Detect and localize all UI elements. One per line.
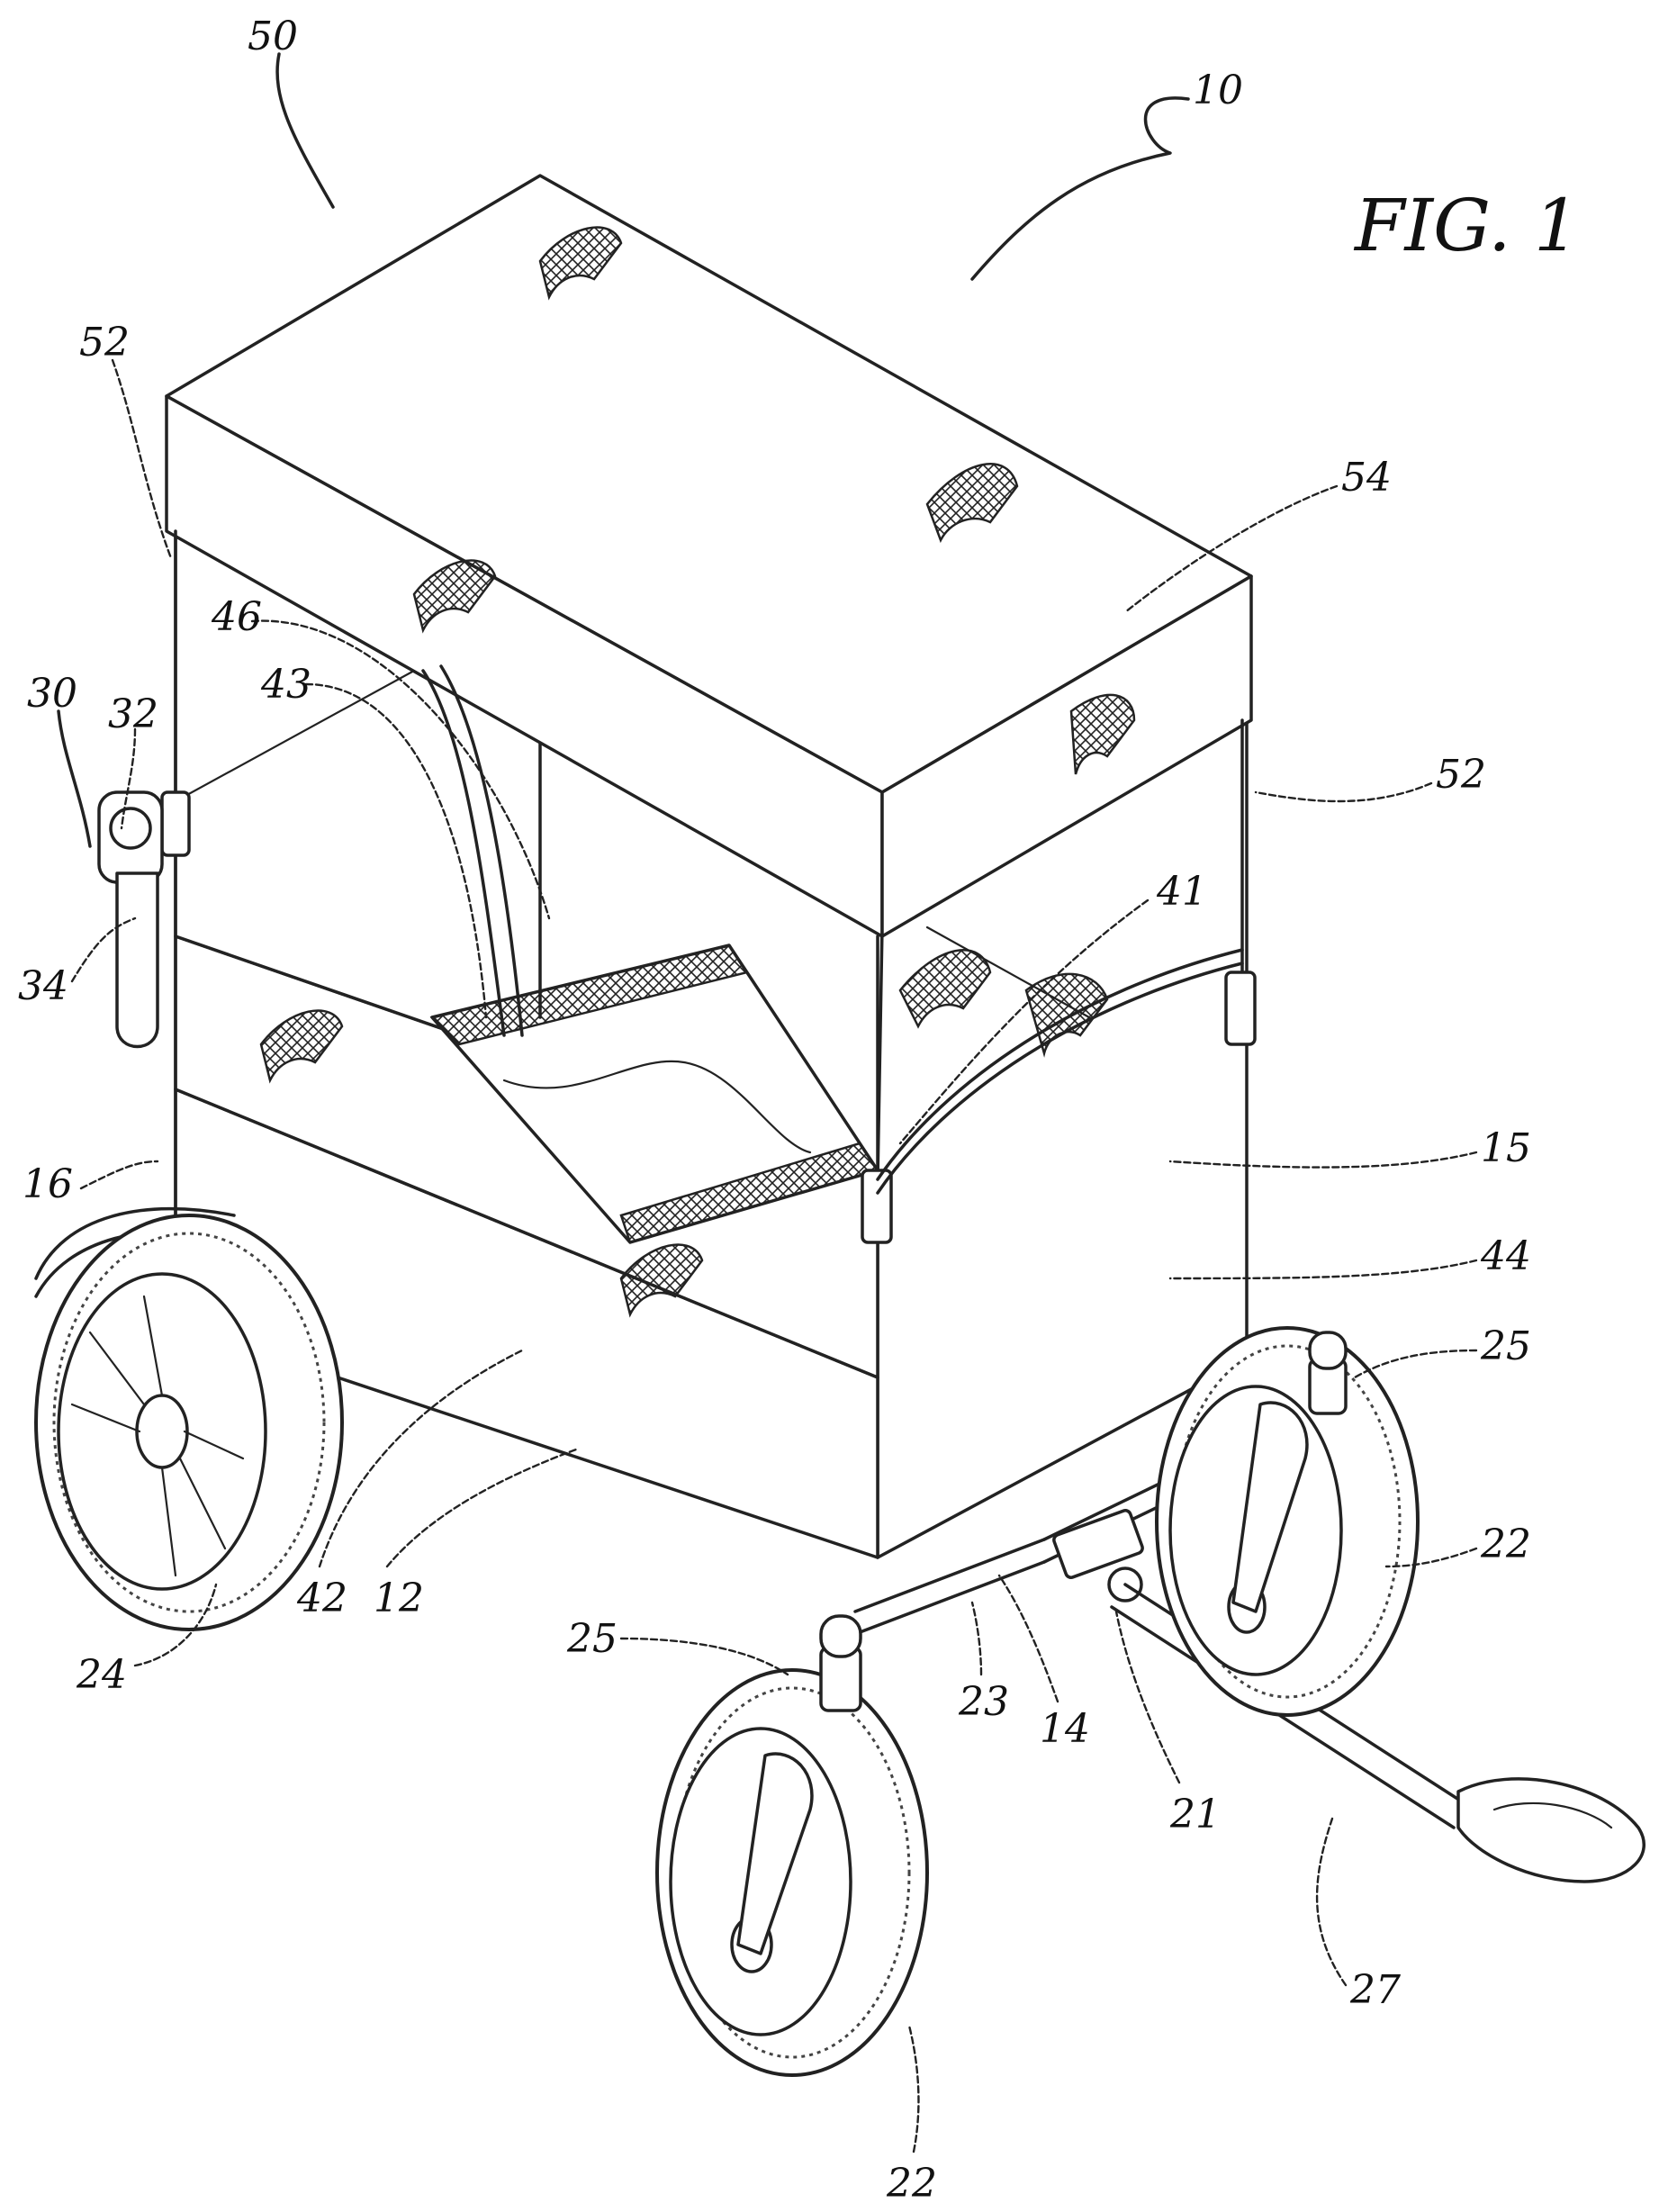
lead-27 — [1317, 1819, 1346, 1985]
pole-clip-right — [1226, 972, 1255, 1044]
ref-21: 21 — [1169, 1792, 1221, 1837]
lead-52-right — [1256, 783, 1431, 801]
ref-27: 27 — [1349, 1967, 1401, 2013]
ref-23: 23 — [958, 1679, 1009, 1725]
lock-assembly — [99, 792, 162, 1047]
ref-22-left: 22 — [886, 2161, 937, 2207]
ref-46: 46 — [211, 594, 262, 640]
lead-23 — [972, 1603, 981, 1675]
lead-12 — [387, 1449, 576, 1566]
ref-25-left: 25 — [566, 1616, 618, 1662]
pole-clip-left — [162, 792, 189, 855]
caster-cap-right — [1310, 1332, 1346, 1368]
ref-14: 14 — [1040, 1706, 1090, 1752]
ref-52-right: 52 — [1436, 752, 1486, 798]
front-crossbar-23b — [855, 1562, 1044, 1634]
arrow-30 — [59, 711, 90, 846]
rear-wheel-24 — [36, 1215, 342, 1630]
ref-44: 44 — [1480, 1233, 1531, 1279]
arrow-10 — [972, 98, 1188, 279]
ref-10: 10 — [1193, 68, 1243, 113]
ref-42: 42 — [296, 1575, 347, 1621]
figure-title: FIG. 1 — [1353, 184, 1580, 267]
ref-16: 16 — [23, 1161, 73, 1207]
rear-hub — [137, 1395, 187, 1467]
ref-24: 24 — [76, 1652, 127, 1698]
ref-50: 50 — [248, 14, 298, 59]
ref-52-left: 52 — [79, 320, 130, 366]
ref-22-right: 22 — [1480, 1521, 1531, 1567]
arrow-50 — [277, 54, 333, 207]
lead-25-left — [621, 1639, 788, 1675]
lock-tube-34 — [117, 873, 158, 1047]
ref-12: 12 — [374, 1575, 424, 1621]
lead-22-left — [909, 2026, 918, 2152]
lead-52-left — [113, 360, 171, 558]
lock-knob — [111, 808, 150, 848]
lead-16 — [81, 1161, 158, 1188]
ref-41: 41 — [1156, 869, 1207, 915]
lead-21 — [1116, 1612, 1179, 1783]
front-right-wheel-22 — [1157, 1328, 1418, 1715]
ref-43: 43 — [260, 662, 311, 708]
front-left-wheel-22 — [657, 1616, 927, 2075]
ref-32: 32 — [108, 691, 158, 737]
pull-grip — [1458, 1779, 1644, 1882]
caster-cap-left — [821, 1616, 861, 1657]
ref-34: 34 — [18, 963, 68, 1009]
ref-30: 30 — [27, 671, 77, 717]
ref-25-right: 25 — [1480, 1323, 1531, 1369]
ref-54: 54 — [1341, 455, 1392, 501]
ref-15: 15 — [1481, 1125, 1531, 1171]
